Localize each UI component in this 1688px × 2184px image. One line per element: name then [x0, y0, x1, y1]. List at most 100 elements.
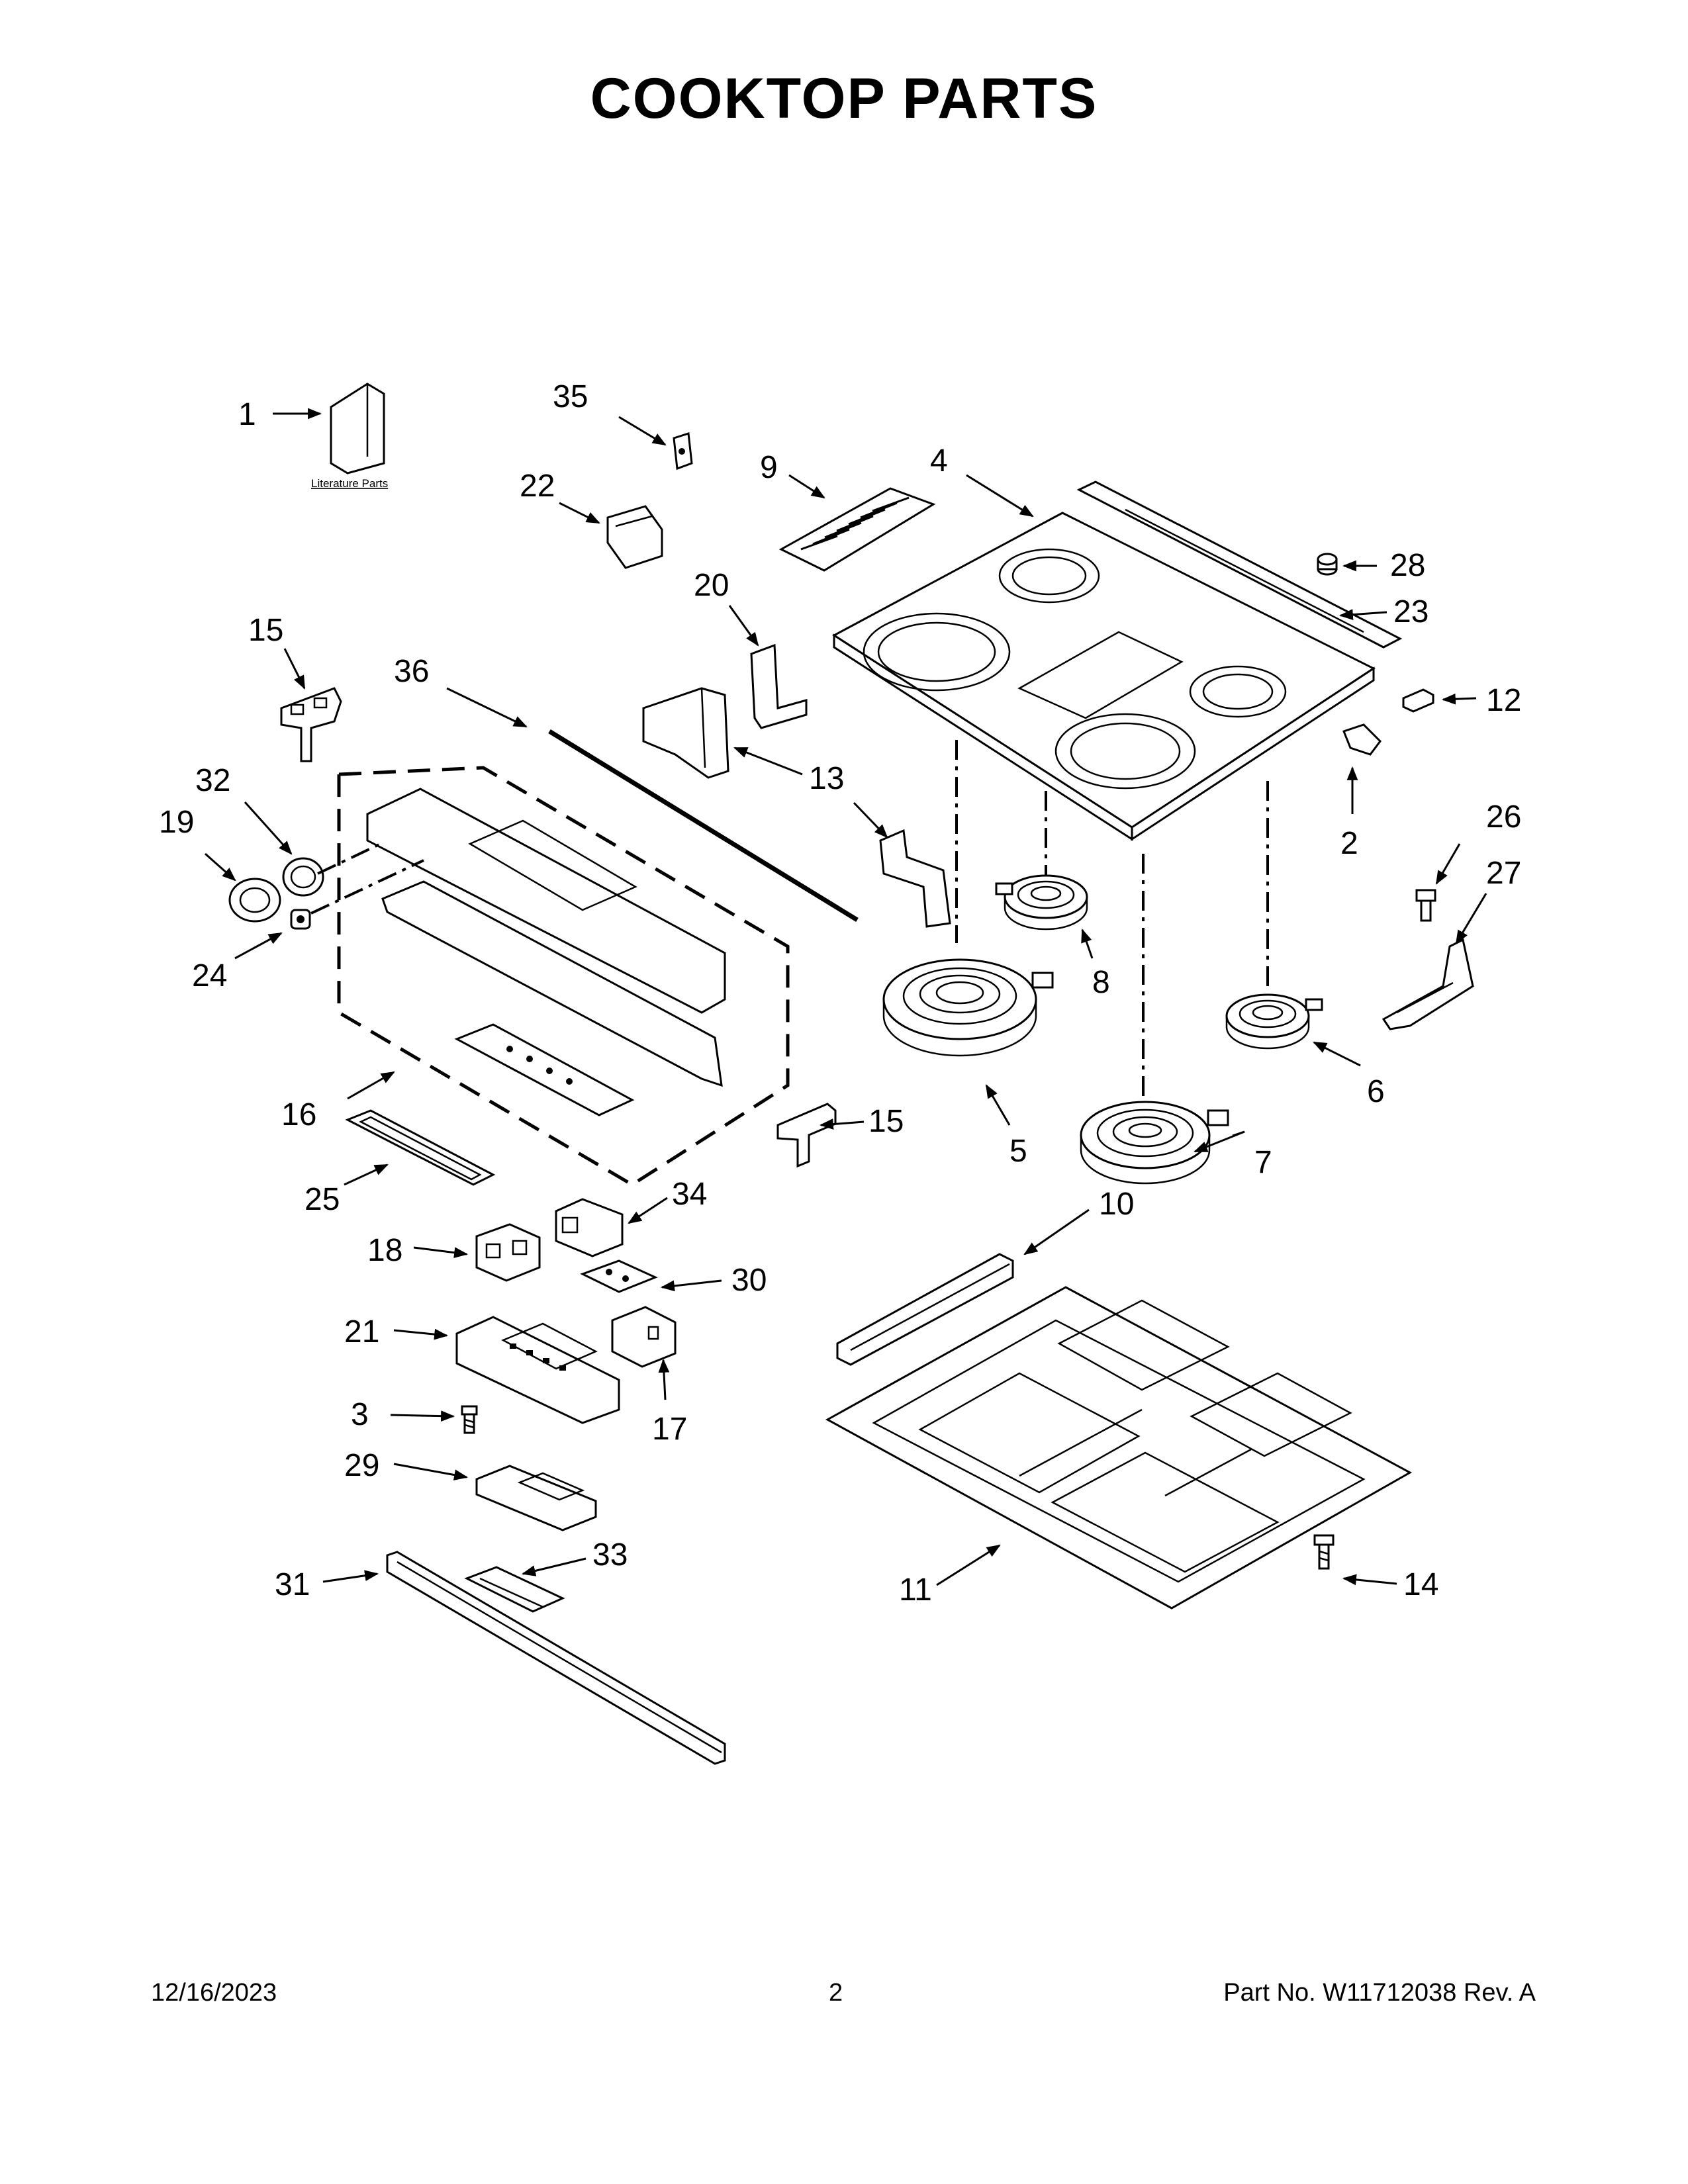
bracket-part-33	[464, 1566, 565, 1613]
callout-7: 7	[1254, 1145, 1272, 1180]
leader-32	[244, 801, 293, 855]
callout-30: 30	[731, 1263, 767, 1298]
radiant-element-part-7	[1080, 1101, 1229, 1185]
callout-36: 36	[394, 654, 429, 689]
clip-part-35	[673, 432, 693, 471]
clip-part-12	[1402, 688, 1434, 713]
callout-18: 18	[367, 1233, 402, 1268]
leader-16	[347, 1071, 395, 1100]
callout-5: 5	[1009, 1134, 1027, 1169]
leader-12	[1441, 693, 1477, 705]
leader-13-a	[733, 747, 803, 776]
control-board-part-21	[455, 1316, 620, 1424]
callout-6: 6	[1367, 1074, 1385, 1109]
footer-page-number: 2	[829, 1979, 843, 2007]
callout-17: 17	[652, 1412, 687, 1447]
leader-30	[660, 1279, 722, 1292]
leader-17	[658, 1358, 670, 1400]
callout-34: 34	[672, 1177, 707, 1212]
burner-box-part-11	[825, 1286, 1413, 1610]
leader-22	[559, 502, 600, 524]
leader-9	[788, 474, 825, 499]
leader-25	[344, 1163, 389, 1186]
bracket-part-20	[750, 643, 808, 729]
callout-23: 23	[1393, 594, 1429, 629]
switch-part-34	[555, 1198, 624, 1257]
trim-part-31	[386, 1551, 726, 1765]
callout-29: 29	[344, 1448, 379, 1483]
callout-25: 25	[305, 1182, 340, 1217]
literature-parts-booklet: Literature Parts	[311, 383, 388, 490]
callout-1: 1	[238, 397, 256, 432]
footer-date: 12/16/2023	[151, 1979, 277, 2007]
switch-part-18	[475, 1223, 541, 1282]
callout-4: 4	[930, 443, 948, 478]
callout-22: 22	[520, 469, 555, 504]
knob-part-19	[228, 878, 281, 923]
callout-27: 27	[1486, 856, 1521, 891]
board-part-29	[475, 1465, 597, 1531]
page-title: COOKTOP PARTS	[590, 67, 1098, 130]
callout-10: 10	[1099, 1187, 1134, 1222]
bracket-part-15-upper	[280, 687, 342, 762]
bumper-part-28	[1317, 553, 1338, 576]
callout-28: 28	[1390, 548, 1425, 583]
screw-part-3	[461, 1405, 478, 1434]
control-panel-part-16	[366, 788, 726, 1116]
leader-4	[966, 474, 1034, 518]
bracket-part-27	[1382, 938, 1474, 1030]
switch-plate-part-30	[580, 1259, 658, 1293]
bracket-part-22	[606, 505, 663, 569]
footer-part-number: Part No. W11712038 Rev. A	[1223, 1979, 1536, 2007]
leader-14	[1342, 1574, 1397, 1586]
leader-19	[205, 852, 236, 882]
radiant-element-part-8	[995, 874, 1088, 931]
cooktop-glass-part-4	[832, 512, 1376, 841]
vent-grille-part-9	[778, 487, 936, 572]
callout-2: 2	[1340, 826, 1358, 861]
knob-axis-line	[317, 842, 381, 875]
leader-3	[390, 1410, 455, 1422]
callout-33: 33	[592, 1537, 628, 1572]
callout-21: 21	[344, 1314, 379, 1349]
callout-11: 11	[899, 1572, 932, 1608]
callout-14: 14	[1403, 1567, 1438, 1602]
leader-15-lower	[819, 1118, 865, 1130]
leader-23	[1338, 609, 1387, 621]
leader-21	[393, 1328, 449, 1340]
shaft-part-24	[290, 909, 311, 930]
callout-12: 12	[1486, 683, 1521, 718]
leader-20	[728, 605, 759, 647]
leader-24	[234, 932, 283, 960]
leader-27	[1455, 893, 1487, 944]
leader-13-b	[853, 801, 888, 839]
callout-8: 8	[1092, 965, 1110, 1000]
bracket-part-13-right	[879, 829, 951, 928]
switch-part-17	[611, 1306, 677, 1368]
callout-35: 35	[553, 379, 588, 414]
callout-19: 19	[159, 805, 194, 840]
control-panel-assembly-boundary	[337, 766, 790, 1187]
callout-32: 32	[195, 763, 230, 798]
screw-part-14	[1313, 1534, 1335, 1570]
leader-6	[1313, 1041, 1361, 1067]
clip-part-2	[1342, 723, 1382, 756]
bracket-part-13-left	[642, 687, 729, 779]
literature-parts-label: Literature Parts	[311, 477, 388, 490]
leader-10	[1023, 1208, 1090, 1255]
rear-trim-part-23	[1076, 480, 1403, 649]
radiant-element-part-5	[882, 958, 1054, 1057]
callout-13: 13	[809, 761, 844, 796]
callout-15-lower: 15	[868, 1104, 904, 1139]
bezel-part-32	[282, 857, 324, 897]
front-bracket-part-10	[836, 1253, 1014, 1366]
shaft-axis-line	[310, 859, 424, 915]
callout-3: 3	[351, 1397, 369, 1432]
leader-7-stub	[1232, 1130, 1245, 1137]
callout-24: 24	[192, 958, 227, 993]
callout-9: 9	[760, 450, 778, 485]
leader-8	[1081, 929, 1094, 959]
radiant-element-part-6	[1225, 993, 1323, 1050]
leader-5	[985, 1084, 1011, 1126]
